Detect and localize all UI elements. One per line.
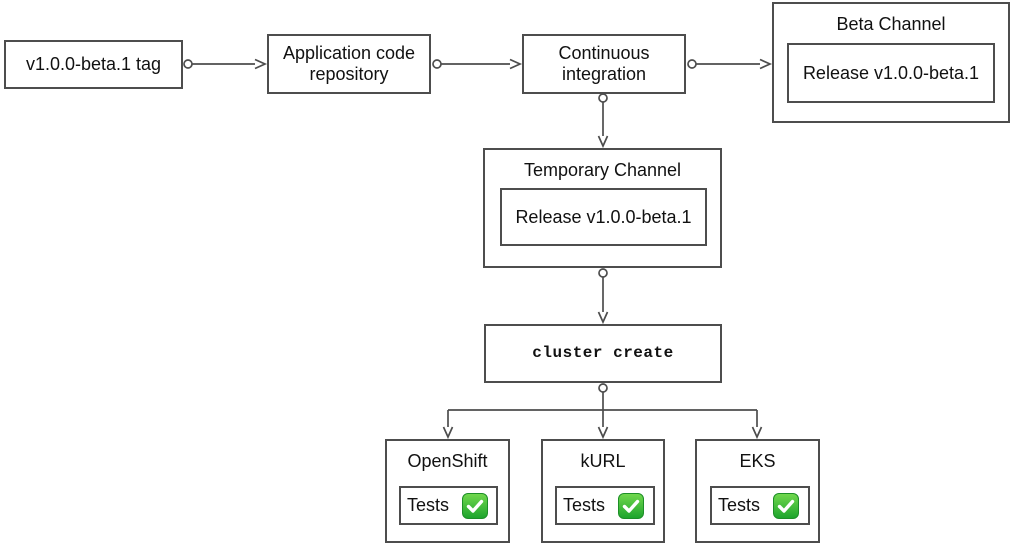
connector-temporary-channel-to-cluster-create	[597, 268, 609, 325]
temporary-channel-release-label: Release v1.0.0-beta.1	[515, 206, 692, 227]
kurl-tests-box: Tests	[555, 486, 655, 525]
kurl-tests-label: Tests	[563, 495, 606, 515]
node-application-code-repository: Application code repository	[267, 34, 431, 94]
eks-title: EKS	[739, 451, 776, 471]
continuous-integration-label: Continuous integration	[558, 43, 650, 84]
temporary-channel-release-box: Release v1.0.0-beta.1	[500, 188, 707, 246]
node-cluster-create: cluster create	[484, 324, 722, 383]
application-code-repository-label: Application code repository	[282, 43, 416, 84]
node-beta-channel: Beta Channel Release v1.0.0-beta.1	[772, 2, 1010, 123]
kurl-title: kURL	[580, 451, 626, 471]
node-openshift: OpenShift Tests	[385, 439, 510, 543]
beta-channel-title: Beta Channel	[836, 14, 946, 34]
openshift-tests-box: Tests	[399, 486, 498, 525]
eks-tests-box: Tests	[710, 486, 810, 525]
connector-tag-to-repo	[183, 58, 268, 70]
node-continuous-integration: Continuous integration	[522, 34, 686, 94]
check-mark-icon	[462, 492, 489, 519]
temporary-channel-title: Temporary Channel	[523, 160, 682, 180]
beta-channel-release-box: Release v1.0.0-beta.1	[787, 43, 995, 103]
node-kurl: kURL Tests	[541, 439, 665, 543]
connector-cluster-create-to-clusters	[442, 383, 763, 440]
openshift-tests-label: Tests	[407, 495, 450, 515]
connector-ci-to-temporary-channel	[597, 93, 609, 149]
check-mark-icon	[773, 492, 800, 519]
check-mark-icon	[618, 492, 645, 519]
cluster-create-label: cluster create	[532, 344, 674, 362]
node-temporary-channel: Temporary Channel Release v1.0.0-beta.1	[483, 148, 722, 268]
connector-repo-to-ci	[432, 58, 523, 70]
openshift-title: OpenShift	[407, 451, 488, 471]
node-eks: EKS Tests	[695, 439, 820, 543]
version-tag-label: v1.0.0-beta.1 tag	[25, 54, 162, 74]
beta-channel-release-label: Release v1.0.0-beta.1	[802, 62, 980, 83]
node-version-tag: v1.0.0-beta.1 tag	[4, 40, 183, 89]
eks-tests-label: Tests	[718, 495, 761, 515]
connector-ci-to-beta-channel	[687, 58, 773, 70]
